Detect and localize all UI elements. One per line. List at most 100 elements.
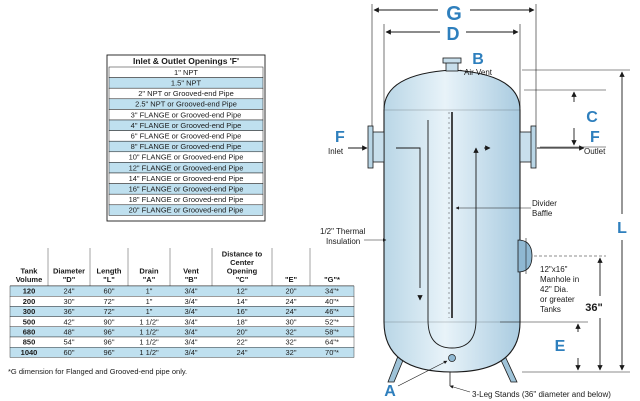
table-header: "D" [63,275,76,284]
table-cell: 32" [285,348,296,357]
opening-row-label: 4" FLANGE or Grooved-end Pipe [131,121,242,130]
label-insulation: Insulation [326,237,360,246]
table-row [9,336,355,348]
opening-row-label: 16" FLANGE or Grooved-end Pipe [129,185,244,194]
opening-row-label: 14" FLANGE or Grooved-end Pipe [129,174,244,183]
divider-baffle [448,112,453,318]
drain-fitting [448,354,456,362]
table-header: Diameter [53,267,85,276]
table-cell: 42" [63,317,74,326]
table-header: "B" [185,275,198,284]
table-cell: 12" [236,287,247,296]
table-header: Opening [227,267,258,276]
manhole [517,238,533,274]
table-cell: 1 1/2" [139,328,159,337]
table-cell: 40"* [325,297,339,306]
opening-row-label: 8" FLANGE or Grooved-end Pipe [131,142,242,151]
label-manhole-4: or greater [540,295,575,304]
table-cell: 96" [103,348,114,357]
table-cell: 3/4" [184,307,197,316]
dimensions-table: TankVolumeDiameter"D"Length"L"Drain"A"Ve… [9,248,355,358]
table-cell: 1 1/2" [139,338,159,347]
table-cell: 72" [103,307,114,316]
table-cell: 3/4" [184,328,197,337]
label-d: D [447,24,460,44]
opening-row-label: 2" NPT or Grooved-end Pipe [138,89,234,98]
openings-title: Inlet & Outlet Openings 'F' [133,56,239,66]
dimension-c: C [524,89,606,148]
label-e: E [555,338,566,355]
table-row [9,347,355,358]
label-l: L [617,220,627,237]
opening-row-label: 12" FLANGE or Grooved-end Pipe [129,163,244,172]
table-cell: 30" [63,297,74,306]
tank-volume-cell: 120 [23,287,36,296]
table-cell: 32" [285,338,296,347]
flow-path [396,120,491,349]
table-header: Center [230,258,254,267]
tank-volume-cell: 680 [23,328,36,337]
outlet-flange [519,125,537,169]
table-cell: 70"* [325,348,339,357]
table-cell: 1" [146,307,153,316]
table-cell: 3/4" [184,338,197,347]
label-stands: 3-Leg Stands (36" diameter and below) [472,390,611,399]
tank-volume-cell: 1040 [21,348,38,357]
table-cell: 24" [63,287,74,296]
table-cell: 3/4" [184,287,197,296]
table-header: Length [97,267,122,276]
table-row [9,296,355,307]
dimension-e: E [500,321,588,371]
table-cell: 32" [285,328,296,337]
table-header: Drain [139,267,159,276]
table-cell: 54" [63,338,74,347]
label-g: G [446,3,462,25]
inlet-flange [367,125,385,169]
table-cell: 96" [103,338,114,347]
table-header: "L" [103,275,115,284]
label-f-outlet: F [590,129,600,146]
label-air-vent: Air Vent [464,68,493,77]
table-cell: 1" [146,297,153,306]
table-cell: 20" [285,287,296,296]
table-header: Distance to [222,250,263,259]
dimension-g: G [371,3,537,126]
table-cell: 20" [236,328,247,337]
table-row [9,285,355,297]
label-36: 36" [585,302,602,314]
air-vent-fitting [442,57,462,72]
table-header: "G"* [324,275,340,284]
table-row [9,306,355,317]
table-cell: 24" [285,297,296,306]
table-cell: 96" [103,328,114,337]
opening-row-label: 1" NPT [174,68,198,77]
opening-row-label: 10" FLANGE or Grooved-end Pipe [129,153,244,162]
dimension-36: 36" [534,255,606,371]
label-divider: Divider [532,199,557,208]
table-cell: 46"* [325,307,339,316]
table-cell: 34"* [325,287,339,296]
table-header: "E" [285,275,298,284]
table-header: Vent [183,267,199,276]
table-cell: 16" [236,307,247,316]
table-header: Tank [21,267,39,276]
opening-row-label: 3" FLANGE or Grooved-end Pipe [131,110,242,119]
table-cell: 90" [103,317,114,326]
table-header: "C" [236,275,249,284]
label-f-inlet: F [335,129,345,146]
opening-row-label: 18" FLANGE or Grooved-end Pipe [129,195,244,204]
dimension-d: D [383,24,521,108]
tank-volume-cell: 850 [23,338,36,347]
table-cell: 48" [63,328,74,337]
table-header: Volume [16,275,43,284]
table-cell: 60" [63,348,74,357]
table-cell: 58"* [325,328,339,337]
table-cell: 1 1/2" [139,348,159,357]
table-cell: 3/4" [184,297,197,306]
label-b: B [472,51,484,68]
label-manhole-1: 12"x16" [540,265,568,274]
table-cell: 64"* [325,338,339,347]
label-a: A [384,383,396,400]
